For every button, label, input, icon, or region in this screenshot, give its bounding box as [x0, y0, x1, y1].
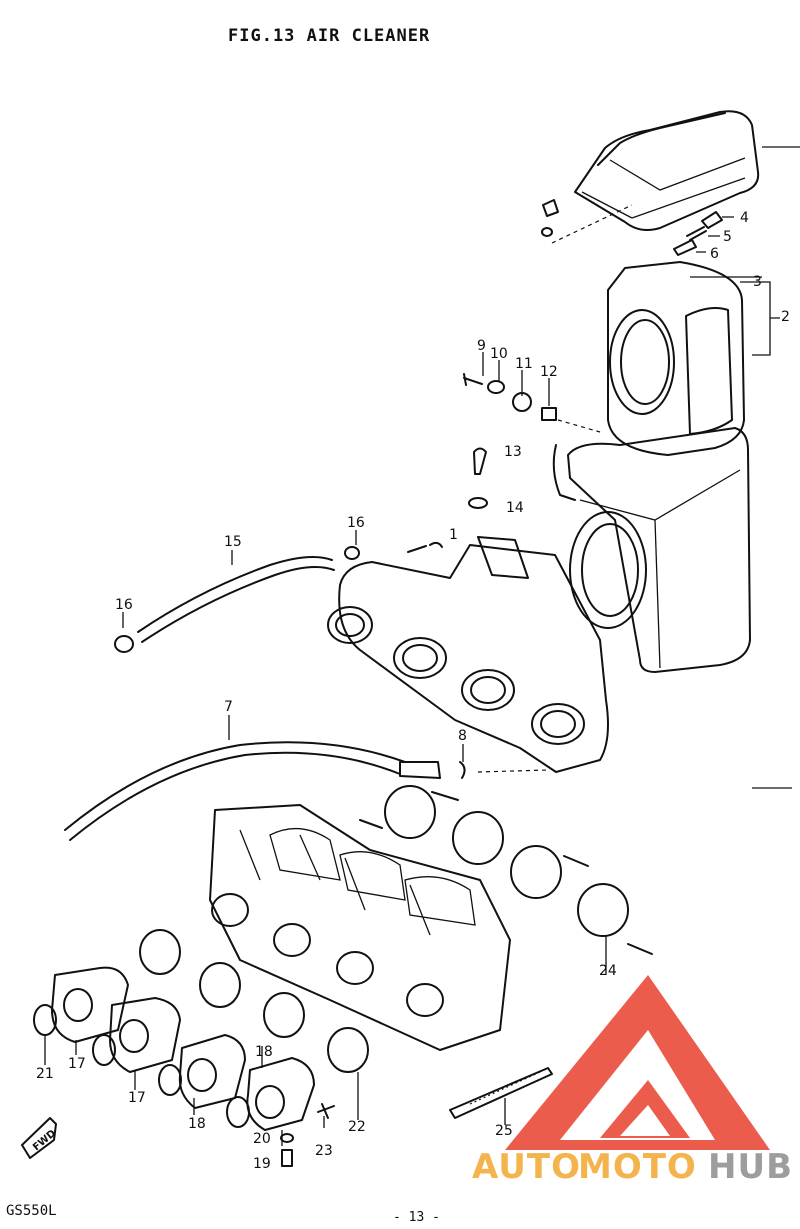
callout-20: 20 [253, 1131, 271, 1147]
callout-5: 5 [723, 229, 732, 245]
callout-1: 1 [449, 527, 458, 543]
callout-16-upper: 16 [347, 515, 365, 531]
callout-22: 22 [348, 1119, 366, 1135]
logo-text-auto: AUTO [472, 1147, 581, 1187]
callout-9: 9 [477, 338, 486, 354]
callout-24: 24 [599, 963, 617, 979]
callout-13: 13 [504, 444, 522, 460]
figure-title: FIG.13 AIR CLEANER [228, 26, 431, 46]
callout-6: 6 [710, 246, 719, 262]
air-cleaner-lid [551, 110, 760, 244]
callout-21: 21 [36, 1066, 54, 1082]
breather-hose-15 [114, 546, 360, 653]
callout-17-left: 17 [68, 1056, 86, 1072]
callout-15: 15 [224, 534, 242, 550]
page-number: - 13 - [393, 1210, 440, 1225]
callout-19: 19 [253, 1156, 271, 1172]
callout-10: 10 [490, 346, 508, 362]
callout-3: 3 [753, 274, 762, 290]
air-filter-element [607, 261, 780, 456]
drain-hose-7 [64, 741, 549, 841]
automotohub-watermark: AUTO MOTO HUB [472, 975, 793, 1187]
model-reference: GS550L [6, 1203, 57, 1219]
callout-numbers: 1 2 3 4 5 6 7 8 9 10 11 12 13 14 15 16 1… [36, 210, 790, 1172]
air-cleaner-case [552, 427, 751, 673]
callout-7: 7 [224, 699, 233, 715]
callout-23: 23 [315, 1143, 333, 1159]
callout-16-lower: 16 [115, 597, 133, 613]
logo-text-moto: MOTO [578, 1147, 697, 1187]
strap-25 [449, 1067, 553, 1119]
callout-2: 2 [781, 309, 790, 325]
callout-14: 14 [506, 500, 524, 516]
lower-clamps-and-holders [33, 929, 369, 1167]
callout-17-right: 17 [128, 1090, 146, 1106]
callout-25: 25 [495, 1123, 513, 1139]
forward-arrow: FWD [21, 1117, 58, 1159]
callout-18-right: 18 [255, 1044, 273, 1060]
mounting-hardware [407, 373, 601, 553]
upper-clamps [359, 785, 653, 955]
callout-4: 4 [740, 210, 749, 226]
callout-8: 8 [458, 728, 467, 744]
lid-screw-set [541, 199, 734, 256]
intake-manifold [327, 536, 609, 773]
leader-lines [44, 352, 607, 1146]
callout-12: 12 [540, 364, 558, 380]
logo-text-hub: HUB [708, 1147, 793, 1187]
carburetor-assembly [209, 804, 511, 1051]
callout-11: 11 [515, 356, 533, 372]
callout-18-left: 18 [188, 1116, 206, 1132]
